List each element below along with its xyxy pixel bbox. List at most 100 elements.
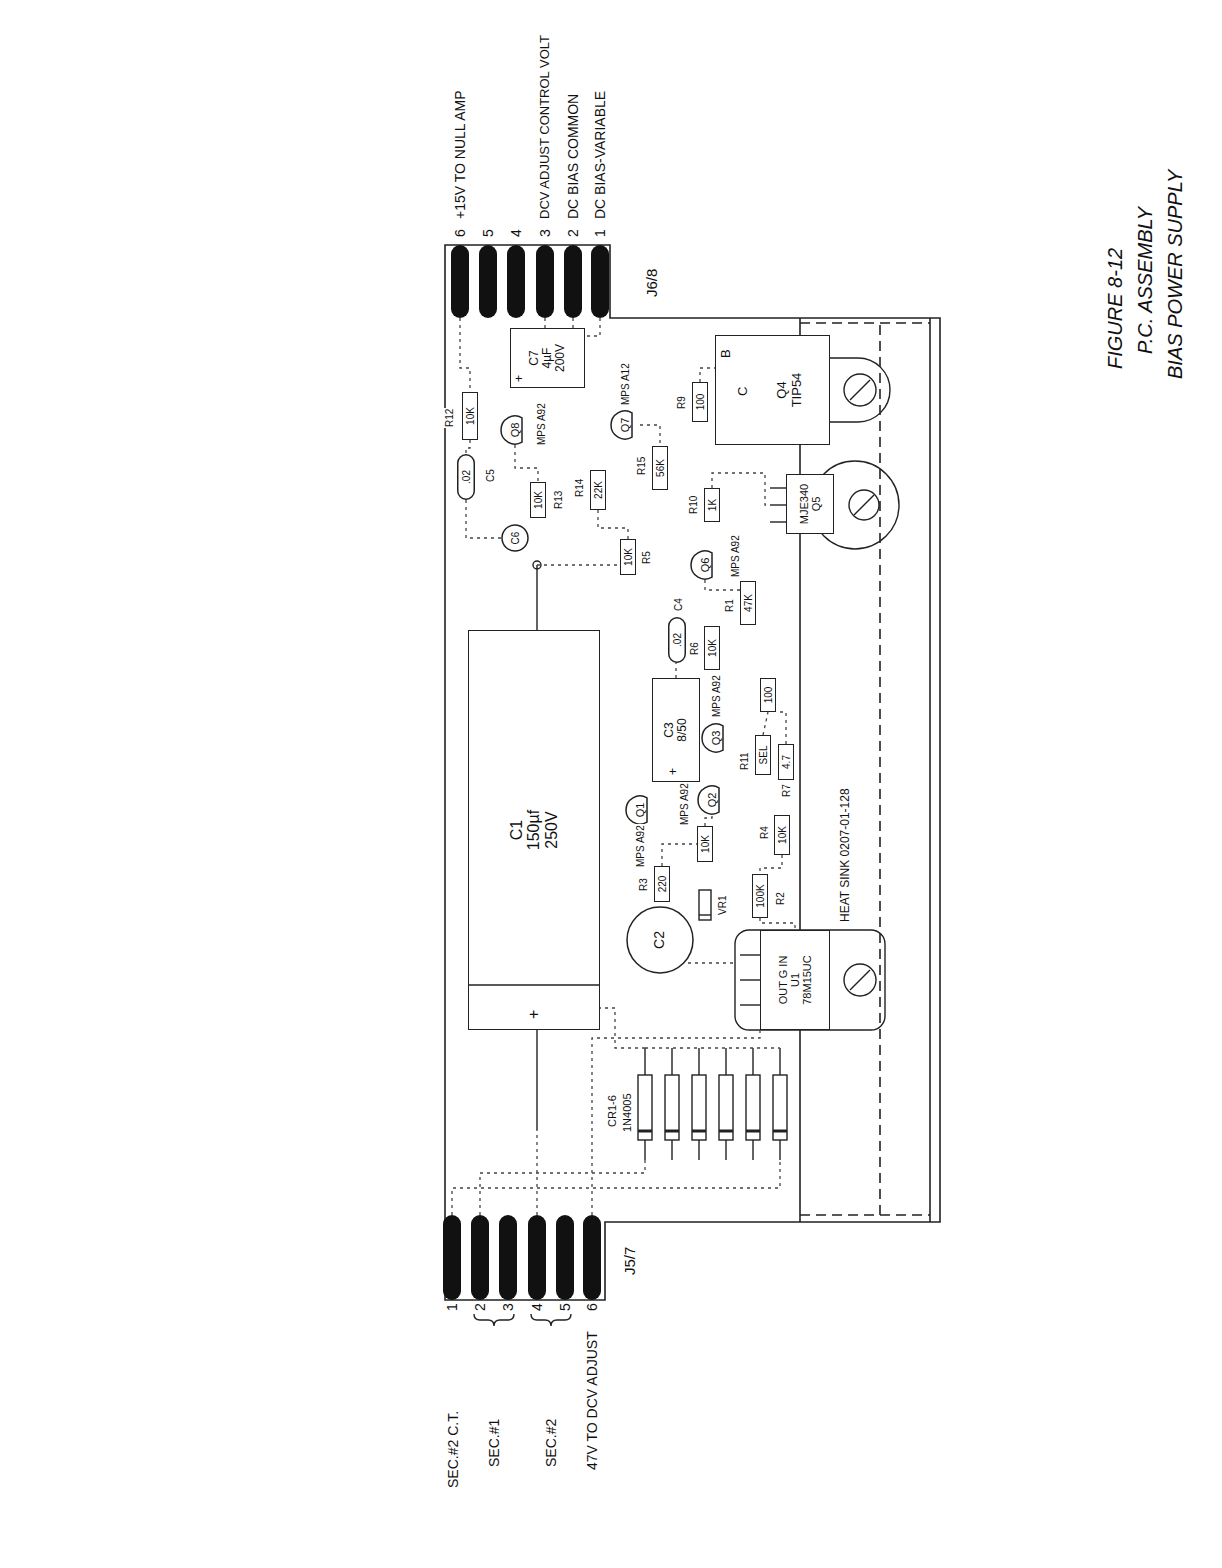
node-content: 10K	[623, 548, 634, 566]
component-value: Q5	[810, 497, 822, 512]
node-content: 4.7	[781, 755, 792, 769]
pcb-trace	[760, 918, 795, 930]
node-content: 10K	[777, 826, 788, 844]
pin-signal: +15V TO NULL AMP	[453, 89, 468, 220]
resistor-body: 56K	[652, 446, 668, 490]
pin-number: 4	[530, 1302, 545, 1312]
capacitor-lead	[536, 565, 537, 630]
pcb-trace	[705, 815, 712, 826]
component-value: 10K	[700, 835, 711, 853]
filter-capacitor: C1150µf 250V+	[468, 630, 600, 1030]
component-value: 47K	[743, 594, 754, 612]
component-value: 100	[763, 687, 774, 704]
resistor-body: 22K	[590, 470, 606, 510]
resistor-body: 220	[654, 866, 670, 902]
part-note: HEAT SINK 0207-01-128	[839, 787, 852, 923]
polarity-mark: C	[736, 387, 750, 396]
node-content: Q1	[634, 803, 646, 818]
screw-slot	[850, 970, 870, 990]
callout-name: R1	[724, 598, 735, 613]
component-value: OUT G IN	[777, 956, 789, 1005]
pin-signal: DCV ADJUST CONTROL VOLT	[538, 34, 552, 220]
polarity-mark: +	[513, 375, 526, 382]
component-value: 100K	[755, 884, 766, 907]
component-value: Q1	[634, 803, 646, 818]
capacitor-body: .02	[668, 617, 686, 663]
heat-sink-dashed	[879, 323, 881, 1215]
component-value: 10K	[623, 548, 634, 566]
component-value: Q7	[619, 418, 631, 433]
pcb-trace	[585, 318, 600, 336]
pin-signal: SEC.#2 C.T.	[446, 1410, 461, 1489]
node-content: SEL	[758, 746, 769, 765]
transistor-symbol: Q6	[690, 550, 720, 580]
node-content: 1K	[707, 499, 718, 511]
node-content: C1150µf 250V	[508, 805, 561, 855]
pin-signal: DC BIAS COMMON	[566, 93, 581, 220]
resistor-body: 4.7	[778, 744, 794, 780]
node-content: MJE340Q5	[798, 484, 822, 524]
callout-name: R3	[638, 877, 649, 892]
voltage-regulator: OUT G INU178M15UC	[760, 930, 830, 1030]
node-content: Q7	[619, 418, 631, 433]
capsule-outline	[458, 455, 475, 500]
pcb-trace	[452, 1160, 780, 1215]
callout-name: C4	[673, 597, 684, 612]
callout-name: R10	[688, 495, 699, 515]
capacitor-body: C38/50+	[652, 678, 700, 782]
pin-number: 3	[501, 1302, 516, 1312]
transistor-outline	[702, 724, 723, 752]
edge-finger	[479, 245, 497, 318]
transistor-symbol: Q1	[625, 795, 655, 825]
node-content: 100K	[755, 884, 766, 907]
edge-finger	[499, 1215, 517, 1300]
pcb-trace	[700, 368, 715, 382]
callout-name: R13	[553, 490, 564, 510]
callout-name: C5	[485, 468, 496, 483]
connector-name: J6/8	[644, 268, 661, 298]
capacitor-body: C6	[501, 524, 529, 552]
component-value: U1	[789, 973, 801, 987]
component-value: 1K	[707, 499, 718, 511]
pin-signal: 47V TO DCV ADJUST	[585, 1330, 600, 1471]
pin-number: 2	[473, 1302, 488, 1312]
pcb-trace	[760, 855, 782, 874]
component-value: Q6	[699, 558, 711, 573]
pcb-trace	[480, 1160, 645, 1215]
pcb-trace	[536, 1130, 537, 1215]
transistor-symbol: Q7	[610, 410, 640, 440]
transistor-outline	[626, 796, 647, 824]
pcb-trace	[460, 318, 470, 392]
capacitor-body: C2	[626, 906, 694, 974]
transistor-symbol: Q3	[701, 723, 731, 753]
component-value: 10K	[707, 639, 718, 657]
node-content: 220	[657, 876, 668, 893]
callout-name: R6	[689, 641, 700, 656]
component-value: 4µF 200V	[541, 341, 567, 375]
component-value: 4.7	[781, 755, 792, 769]
resistor-body: 100	[692, 382, 708, 422]
pcb-trace	[712, 473, 770, 505]
heat-sink-dashed	[800, 1214, 930, 1216]
component-value: 78M15UC	[801, 955, 813, 1005]
node-content: 100	[695, 394, 706, 411]
edge-finger	[536, 245, 554, 318]
callout-name: R5	[641, 550, 652, 565]
edge-finger	[564, 245, 582, 318]
caption-line: P.C. ASSEMBLY	[1134, 206, 1156, 355]
capacitor-body: .02	[457, 454, 475, 500]
pin-number: 5	[558, 1302, 573, 1312]
figure-title: FIGURE 8-12	[1104, 247, 1126, 370]
transistor-pin	[770, 504, 786, 505]
component-value: 10K	[777, 826, 788, 844]
pcb-trace	[640, 425, 660, 446]
polarity-mark: +	[667, 768, 680, 775]
node-content: Q4TIP54	[741, 373, 804, 408]
power-transistor: MJE340Q5	[786, 474, 834, 534]
part-name: MPS A92	[730, 534, 741, 578]
component-value: 56K	[655, 459, 666, 477]
node-content: .02	[672, 633, 683, 647]
